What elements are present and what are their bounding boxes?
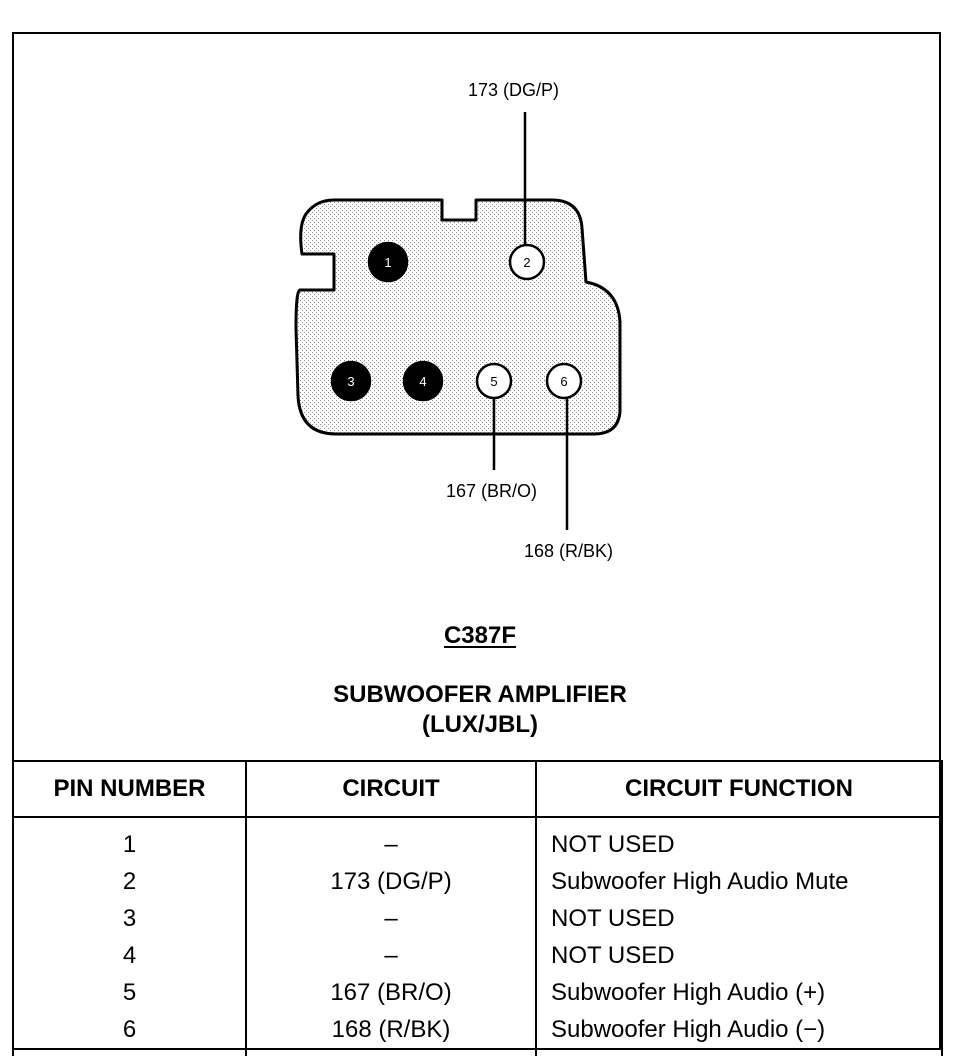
circuit-cell: 173 (DG/P) [245, 863, 537, 900]
pin-cell: 6 [12, 1011, 247, 1056]
wire-label-pin2: 173 (DG/P) [468, 80, 560, 100]
pin-2-cavity [508, 243, 546, 281]
connector-name: SUBWOOFER AMPLIFIER (LUX/JBL) [0, 680, 960, 740]
connector-id: C387F [443, 622, 517, 649]
table-row: 3 – NOT USED [12, 900, 943, 937]
header-circuit: CIRCUIT [245, 760, 537, 818]
pin-4: 4 [402, 360, 444, 402]
table-row: 4 – NOT USED [12, 937, 943, 974]
circuit-cell: 167 (BR/O) [245, 974, 537, 1011]
pin-cell: 1 [12, 817, 247, 863]
function-cell: NOT USED [535, 937, 943, 974]
pin-5-cavity [475, 362, 513, 400]
pin-4-number: 4 [419, 374, 426, 389]
header-pin-number: PIN NUMBER [12, 760, 247, 818]
pin-6-number: 6 [560, 374, 567, 389]
connector-name-line2: (LUX/JBL) [422, 711, 538, 738]
pin-3-number: 3 [347, 374, 354, 389]
pin-2: 2 [508, 243, 546, 281]
pin-4-cavity [402, 360, 444, 402]
pin-6: 6 [545, 362, 583, 400]
function-cell: NOT USED [535, 900, 943, 937]
table-header-row: PIN NUMBER CIRCUIT CIRCUIT FUNCTION [12, 760, 943, 818]
table-row: 6 168 (R/BK) Subwoofer High Audio (−) [12, 1011, 943, 1056]
connector-name-line1: SUBWOOFER AMPLIFIER [333, 681, 627, 708]
function-cell: Subwoofer High Audio Mute [535, 863, 943, 900]
pin-6-cavity [545, 362, 583, 400]
pin-cell: 4 [12, 937, 247, 974]
pin-3: 3 [330, 360, 372, 402]
header-circuit-function: CIRCUIT FUNCTION [535, 760, 943, 818]
pin-table: PIN NUMBER CIRCUIT CIRCUIT FUNCTION 1 – … [12, 760, 943, 1056]
table-row: 5 167 (BR/O) Subwoofer High Audio (+) [12, 974, 943, 1011]
pin-1: 1 [367, 241, 409, 283]
pin-1-number: 1 [384, 255, 391, 270]
pin-cell: 5 [12, 974, 247, 1011]
pin-5-number: 5 [490, 374, 497, 389]
function-cell: Subwoofer High Audio (+) [535, 974, 943, 1011]
wire-label-pin6: 168 (R/BK) [524, 541, 614, 561]
circuit-cell: – [245, 817, 537, 863]
pin-2-number: 2 [523, 255, 530, 270]
pin-cell: 2 [12, 863, 247, 900]
table-row: 1 – NOT USED [12, 817, 943, 863]
circuit-cell: – [245, 937, 537, 974]
pin-5: 5 [475, 362, 513, 400]
pin-cell: 3 [12, 900, 247, 937]
connector-diagram: 1 2 3 4 5 6 [294, 112, 622, 530]
function-cell: Subwoofer High Audio (−) [535, 1011, 943, 1056]
wire-label-pin5: 167 (BR/O) [446, 481, 538, 501]
pin-3-cavity [330, 360, 372, 402]
table-row: 2 173 (DG/P) Subwoofer High Audio Mute [12, 863, 943, 900]
circuit-cell: 168 (R/BK) [245, 1011, 537, 1056]
function-cell: NOT USED [535, 817, 943, 863]
circuit-cell: – [245, 900, 537, 937]
pin-1-cavity [367, 241, 409, 283]
